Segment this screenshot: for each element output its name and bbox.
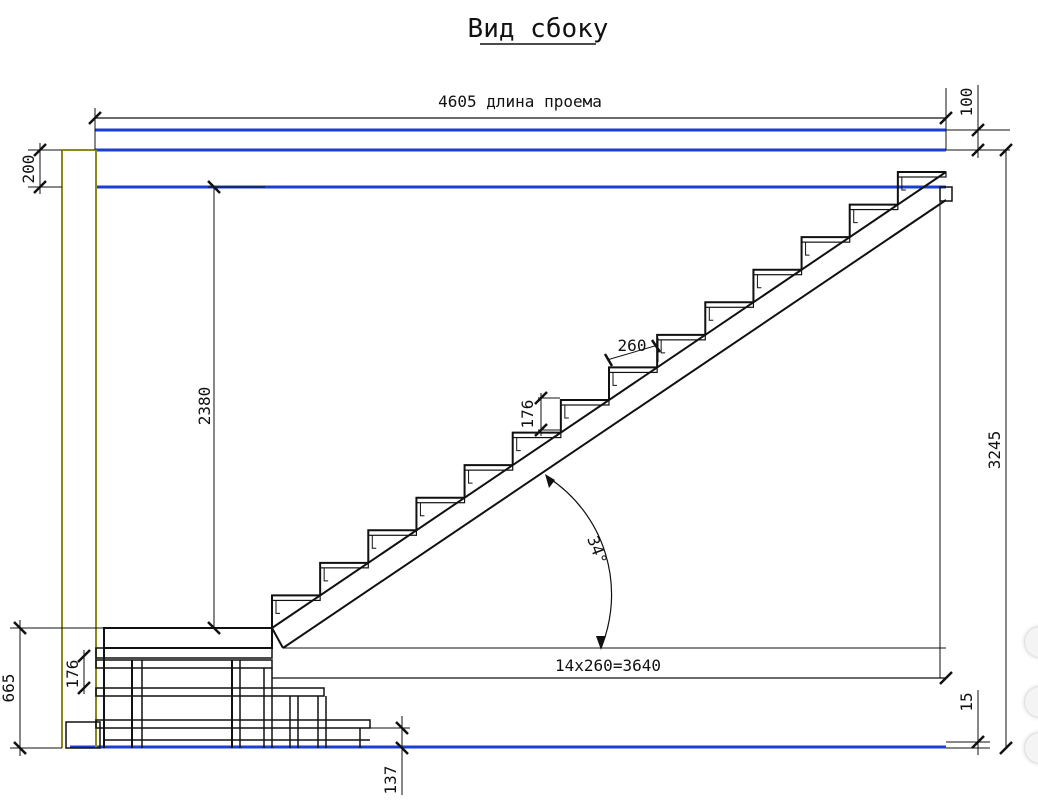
lower-height-dimension: 665 [0,620,104,756]
tread-dimension: 260 [603,336,662,367]
tick [971,123,985,137]
total-height-dimension: 3245 [939,143,1013,755]
stair-tread [560,399,610,406]
steps [271,171,947,628]
stair-tread [319,562,369,569]
headroom-label: 2380 [195,387,214,426]
dim-line [606,344,659,361]
step-bracket [323,567,329,582]
lower-height-label: 665 [0,674,18,703]
top-slab-dimension: 100 [946,85,1010,158]
tick [207,180,221,194]
tick [33,180,47,194]
opening-length-label: 4605 длина проема [438,92,602,111]
landing-tread-1 [95,647,273,659]
run-dimension: 14x260=3640 [272,647,953,685]
wall [61,149,97,748]
stringer-end [271,627,284,649]
step-bracket [275,600,280,614]
step-bracket [901,177,906,191]
stringer-top-bracket [939,186,953,202]
stair-tread [656,334,706,341]
tick [77,649,91,663]
floor-offset-label: 15 [957,692,976,711]
tick [88,111,102,125]
tick [33,143,47,157]
floor-offset-dimension: 15 [946,690,990,755]
stair-tread [752,269,803,276]
opening-length-dimension: 4605 длина проема [88,88,953,150]
tick [603,353,614,367]
step-bracket [371,535,377,549]
step-bracket [468,470,473,484]
riser-lower-label: 176 [63,660,82,689]
drawing-title: Вид сбоку [468,14,609,44]
bottom-block [65,721,101,749]
stair-tread [897,171,947,178]
stair-tread [704,301,755,308]
lower-landing [65,627,371,749]
angle-dimension: 34° [545,474,613,650]
stair-tread [849,203,899,211]
headroom-dimension: 2380 [195,180,265,635]
tick [77,681,91,695]
landing-top [103,627,273,649]
tread-label: 260 [618,336,647,355]
stair-tread [271,594,321,602]
angle-arrow-bottom [596,636,606,650]
ceiling-thickness-label: 200 [19,155,38,184]
tick [939,671,953,685]
step-bracket [708,307,714,321]
stair-tread [608,366,658,374]
tick [534,391,548,405]
riser-upper-dimension: 176 [518,391,560,437]
tick [395,721,409,735]
tick [534,423,548,437]
level-lines [70,128,946,749]
stringer [271,171,953,649]
landing-tread-3 [95,687,325,697]
tick [13,741,27,755]
run-label: 14x260=3640 [555,656,661,675]
stair-tread [463,464,514,471]
total-height-label: 3245 [985,431,1004,470]
step-bracket [564,405,569,419]
step-bracket [805,242,810,256]
stair-tread [800,236,851,243]
bottom-step-dimension: 137 [370,716,410,795]
step-bracket [516,437,521,452]
bottom-step-label: 137 [381,766,400,795]
tick [971,735,985,749]
step-bracket [419,502,425,517]
angle-arc [548,477,613,649]
top-slab-label: 100 [957,88,976,117]
angle-label: 34° [583,533,611,567]
stringer-bottom-edge [282,199,947,649]
step-bracket [660,339,666,354]
riser-lower-dimension: 176 [63,649,91,695]
tick [999,741,1013,755]
step-bracket [853,209,858,224]
landing-tread-2 [95,659,273,669]
tick [650,339,662,353]
tick [999,143,1013,157]
step-bracket [612,372,617,386]
tick [939,111,953,125]
tick [395,741,409,755]
riser-upper-label: 176 [518,400,537,429]
stair-tread [415,497,466,504]
tick [971,143,985,157]
angle-arrow-top [545,474,555,488]
step-bracket [756,274,762,289]
stair-tread [367,529,418,536]
ceiling-thickness-dimension: 200 [19,143,62,194]
tick [13,621,27,635]
